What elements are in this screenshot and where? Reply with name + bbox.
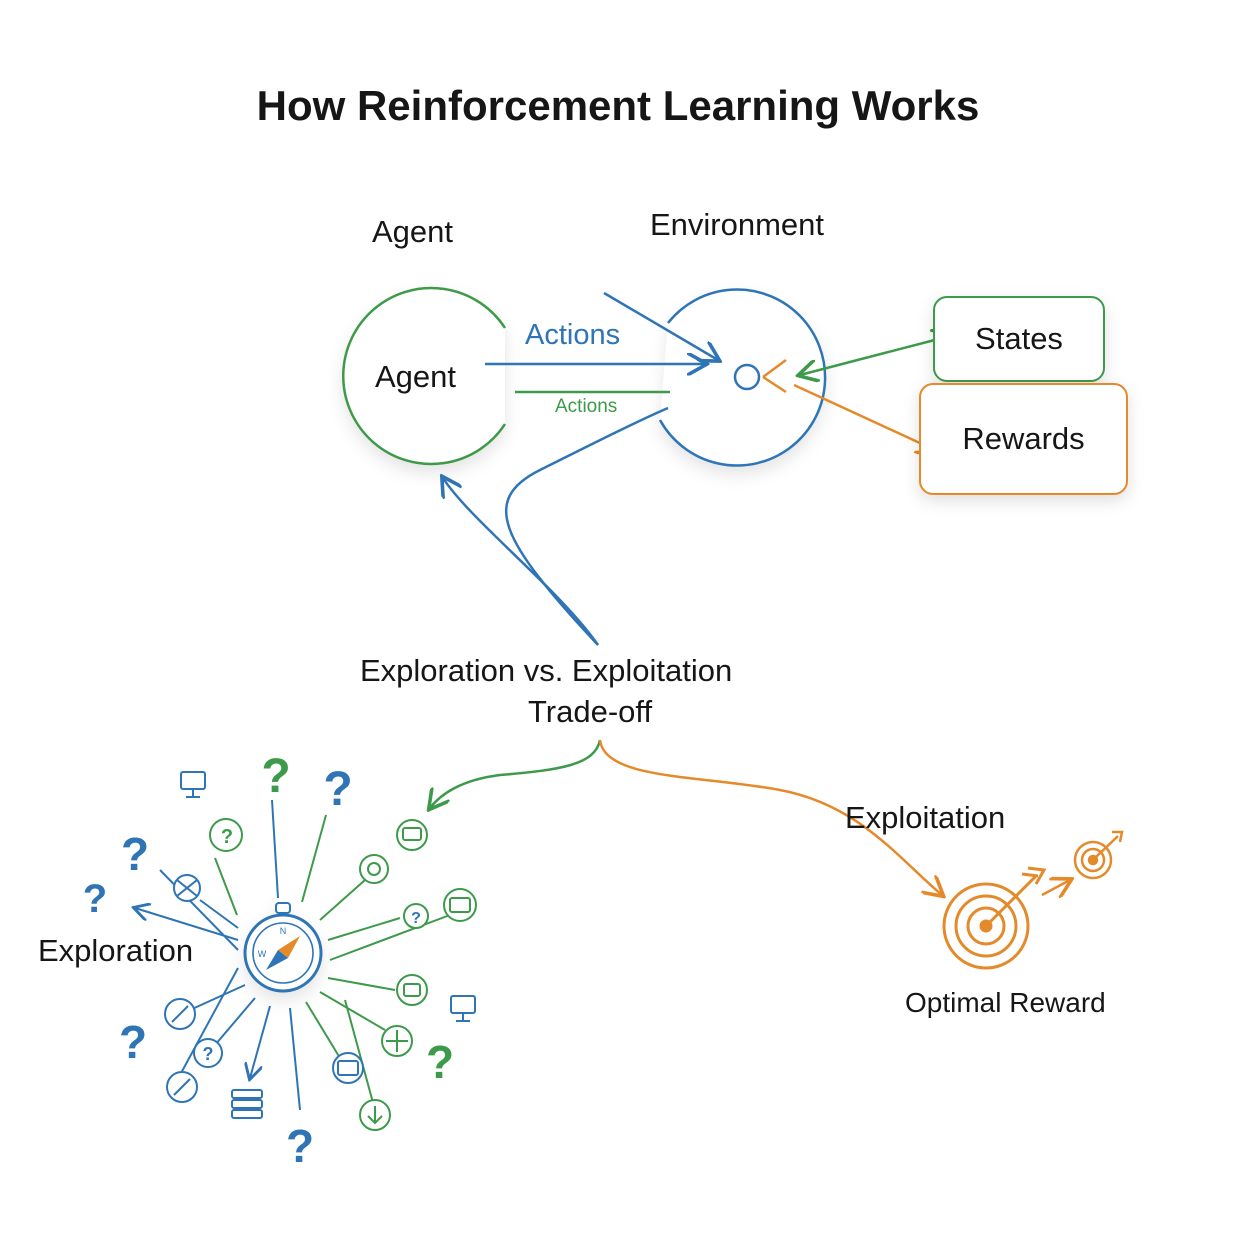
question-mark-icon: ? xyxy=(119,1016,147,1068)
arrow-icon xyxy=(1041,880,1070,895)
svg-text:?: ? xyxy=(411,910,421,927)
exploitation-branch-arrow xyxy=(598,739,942,895)
crosshair-icon xyxy=(173,874,201,902)
printer-icon xyxy=(396,974,428,1006)
question-mark-icon: ? xyxy=(121,828,149,880)
question-circle-icon xyxy=(209,818,243,852)
database-icon xyxy=(231,1089,263,1119)
svg-text:?: ? xyxy=(203,1044,214,1064)
crosshair-icon xyxy=(381,1025,413,1057)
monitor-icon xyxy=(396,819,428,851)
rewards-arrow xyxy=(793,383,935,450)
link-icon xyxy=(166,1071,198,1103)
feedback-loop-arrow xyxy=(443,478,600,646)
question-mark-icon: ? xyxy=(426,1036,454,1088)
monitor-icon xyxy=(180,771,206,798)
question-mark-icon: ? xyxy=(286,1120,314,1172)
target-icon xyxy=(942,866,1047,970)
download-icon xyxy=(359,1099,391,1131)
small-target-icon xyxy=(1073,830,1124,880)
mail-icon xyxy=(332,1052,364,1084)
exploration-label: Exploration xyxy=(38,933,194,968)
states-arrow xyxy=(800,336,950,375)
optimal-reward-label: Optimal Reward xyxy=(905,987,1106,1018)
monitor-icon xyxy=(450,995,476,1022)
rewards-box: Rewards xyxy=(919,383,1128,495)
environment-node xyxy=(733,363,761,391)
agent-circle xyxy=(341,286,507,466)
link-icon xyxy=(164,998,196,1030)
exploitation-label: Exploitation xyxy=(845,800,1006,835)
question-circle-icon xyxy=(193,1038,223,1068)
exploration-branch-arrow xyxy=(430,739,602,808)
card-icon xyxy=(443,888,477,922)
svg-text:W: W xyxy=(258,949,267,959)
question-circle-icon xyxy=(403,903,429,929)
tradeoff-title-line2: Trade-off xyxy=(528,694,653,729)
tradeoff-title-line1: Exploration vs. Exploitation xyxy=(360,653,733,688)
actions-label-small: Actions xyxy=(555,396,618,417)
svg-text:?: ? xyxy=(221,826,233,848)
question-mark-icon: ? xyxy=(261,750,290,803)
states-box: States xyxy=(933,296,1105,382)
exploration-rays xyxy=(135,799,451,1111)
svg-text:N: N xyxy=(280,926,287,936)
compass-icon: N W xyxy=(243,902,323,993)
environment-input-arrow xyxy=(603,291,718,360)
actions-label-main: Actions xyxy=(525,319,621,351)
question-mark-icon: ? xyxy=(323,763,352,816)
target-icon xyxy=(359,854,389,884)
agent-circle-label: Agent xyxy=(375,359,457,394)
page-title: How Reinforcement Learning Works xyxy=(256,82,980,129)
question-marks: ? ? ? ? ? ? ? ? ? ? xyxy=(83,750,454,1172)
environment-heading: Environment xyxy=(650,207,825,242)
question-mark-icon: ? xyxy=(83,877,107,921)
agent-heading: Agent xyxy=(372,214,454,249)
